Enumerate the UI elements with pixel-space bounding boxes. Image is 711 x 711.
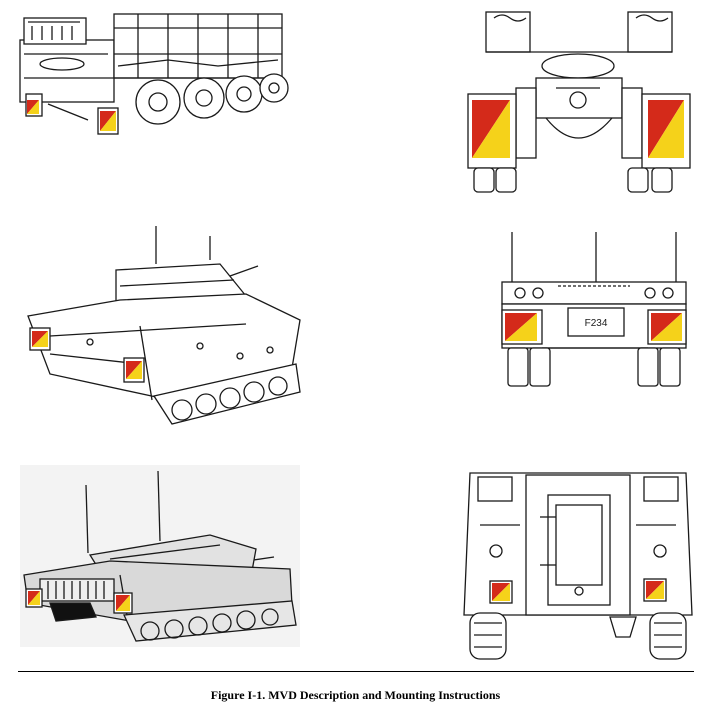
- figure-caption: Figure I-1. MVD Description and Mounting…: [210, 688, 501, 702]
- caption-rule: [18, 671, 694, 672]
- truck-rear-illustration: [466, 8, 692, 194]
- apc-rear-icon: [463, 472, 693, 660]
- trailer-rear-illustration: F234: [498, 230, 690, 390]
- truck-side-icon: [19, 13, 289, 135]
- truck-side-illustration: [18, 8, 290, 138]
- rear-plate-text: F234: [585, 318, 608, 329]
- truck-rear-icon: [467, 11, 691, 193]
- trailer-rear-icon: F234: [501, 232, 687, 387]
- tank-icon: [20, 465, 300, 647]
- fighting-vehicle-illustration: [20, 224, 302, 430]
- tank-illustration: [20, 465, 300, 647]
- fighting-vehicle-icon: [27, 226, 301, 425]
- apc-rear-illustration: [460, 465, 696, 663]
